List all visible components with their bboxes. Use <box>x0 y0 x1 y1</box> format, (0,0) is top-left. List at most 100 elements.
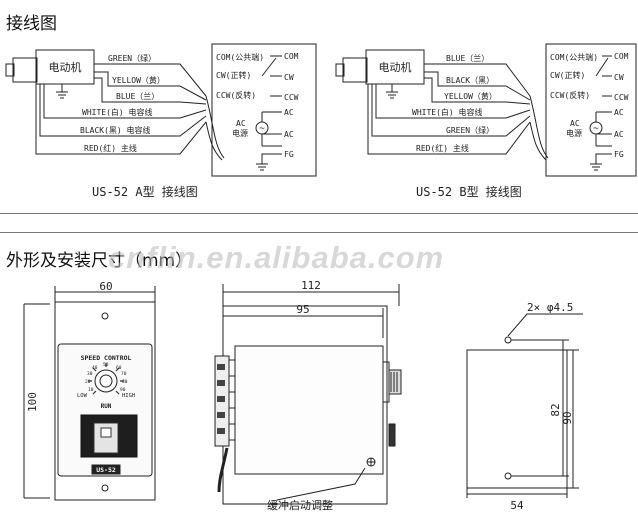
svg-text:50: 50 <box>103 362 109 368</box>
svg-text:70: 70 <box>121 371 127 377</box>
wire-a-3 <box>94 77 207 105</box>
wire-a-4 <box>43 84 207 119</box>
dial-ticks <box>88 363 124 395</box>
dial-numbers: 10 20 30 40 50 60 70 80 90 <box>85 362 128 393</box>
wire-a-5-label: BLACK(黑) 电容线 <box>80 125 151 135</box>
wiring-diagram-b: 电动机 BLUE（兰） BLACK（黑） YELLOW（黄） WHITE(白) … <box>335 43 637 177</box>
rear-hole-bottom <box>504 472 512 480</box>
low-label: LOW <box>77 393 88 399</box>
side-switch <box>388 423 396 447</box>
front-width-value: 60 <box>99 280 112 293</box>
svg-text:COM: COM <box>284 52 299 61</box>
svg-text:20: 20 <box>85 379 91 385</box>
run-label: RUN <box>101 403 112 410</box>
svg-text:电源: 电源 <box>232 128 248 138</box>
rear-width-dimension <box>466 488 568 498</box>
svg-text:80: 80 <box>122 379 128 385</box>
wire-b-5-label: GREEN（绿） <box>446 126 494 135</box>
controller-body <box>234 345 384 475</box>
wire-b-4-label: WHITE(白) 电容线 <box>412 107 483 117</box>
wire-a-4-label: WHITE(白) 电容线 <box>82 107 153 117</box>
cable-bundle-a <box>205 95 225 159</box>
overall-length-value: 112 <box>301 279 321 292</box>
wire-a-3-label: BLUE（兰） <box>116 91 159 101</box>
svg-text:~: ~ <box>259 124 265 134</box>
front-height-value: 100 <box>26 392 39 412</box>
cable-bundle-b <box>529 95 549 159</box>
svg-text:FG: FG <box>284 150 294 159</box>
svg-text:CW: CW <box>284 73 294 82</box>
svg-text:COM(公共端): COM(公共端) <box>550 52 598 62</box>
wire-a-2 <box>94 71 207 101</box>
model-badge <box>91 464 121 475</box>
ac-source-b <box>589 121 603 135</box>
rear-hole-top <box>504 336 512 344</box>
term-a-cw: CW(正转) <box>216 70 251 80</box>
fg-ground-a <box>256 163 268 171</box>
body-length-value: 95 <box>296 303 309 316</box>
terminal-screws <box>217 364 225 434</box>
overall-length-dimension <box>222 284 400 306</box>
svg-text:60: 60 <box>116 365 122 371</box>
side-view: 112 95 缓冲启动调整 <box>214 279 402 512</box>
svg-text:COM: COM <box>614 52 629 61</box>
svg-text:CW(正转): CW(正转) <box>550 70 585 80</box>
svg-text:90: 90 <box>120 387 126 393</box>
section-divider-top <box>0 213 638 214</box>
terminal-box-b <box>545 43 637 177</box>
wire-a-1-label: GREEN（绿） <box>108 54 156 63</box>
knob-shaft <box>382 361 390 403</box>
svg-text:CCW: CCW <box>614 93 629 102</box>
front-view: 60 100 SPEED CONTROL LOW HIGH RUN US-52 … <box>23 280 156 501</box>
wire-b-2-label: BLACK（黑） <box>446 76 494 85</box>
front-width-dimension <box>54 286 156 302</box>
side-knob <box>388 369 402 395</box>
speed-knob <box>94 369 118 393</box>
svg-text:40: 40 <box>92 365 98 371</box>
speed-control-label: SPEED CONTROL <box>81 354 132 362</box>
svg-text:AC: AC <box>614 130 624 139</box>
terminal-box-a <box>211 43 317 177</box>
svg-text:电动机: 电动机 <box>379 60 412 74</box>
wire-b-1-label: BLUE（兰） <box>446 53 489 63</box>
wiring-section-title: 接线图 <box>6 14 57 34</box>
hole-spacing-value: 82 <box>549 403 562 416</box>
motor-flange <box>12 57 38 83</box>
motor-label: 电动机 <box>49 60 82 74</box>
rear-height-value: 90 <box>561 411 574 424</box>
svg-text:电源: 电源 <box>566 128 582 138</box>
mount-hole-bottom <box>101 484 109 492</box>
motor-shaft <box>5 63 15 77</box>
svg-text:10: 10 <box>88 387 94 393</box>
front-height-dimension <box>23 303 50 499</box>
hole-spacing-dimension <box>511 339 569 477</box>
svg-text:~: ~ <box>593 124 599 134</box>
ac-source-a <box>255 121 269 135</box>
wire-a-6-label: RED(红) 主线 <box>84 143 137 153</box>
motor-body-b <box>365 49 425 85</box>
term-a-com: COM(公共端) <box>216 52 264 62</box>
caption-diagram-b: US-52 B型 接线图 <box>416 185 522 199</box>
section-divider-bottom <box>0 232 638 233</box>
svg-text:AC: AC <box>284 108 294 117</box>
svg-text:FG: FG <box>614 150 624 159</box>
wire-a-5 <box>39 84 207 137</box>
svg-text:AC: AC <box>570 119 580 128</box>
svg-text:30: 30 <box>87 371 93 377</box>
cable <box>217 447 229 493</box>
svg-text:AC: AC <box>614 108 624 117</box>
mount-hole-top <box>101 312 109 320</box>
dimensions-section-title: 外形及安装尺寸（mm） <box>6 251 193 271</box>
soft-start-note: 缓冲启动调整 <box>267 498 333 512</box>
wire-a-1 <box>94 63 207 97</box>
svg-text:CCW: CCW <box>284 93 299 102</box>
wiring-diagram-a: 电动机 GREEN（绿） YELLOW（黄） BLUE（兰） WHITE(白) … <box>5 43 317 177</box>
rear-plate <box>466 349 568 489</box>
rear-width-value: 54 <box>510 499 524 512</box>
high-label: HIGH <box>122 393 135 399</box>
model-label: US-52 <box>96 466 116 474</box>
rear-height-dimension <box>567 349 579 489</box>
soft-start-leader <box>276 458 375 501</box>
caption-diagram-a: US-52 A型 接线图 <box>92 185 198 199</box>
hole-callout-value: 2× φ4.5 <box>527 301 573 314</box>
